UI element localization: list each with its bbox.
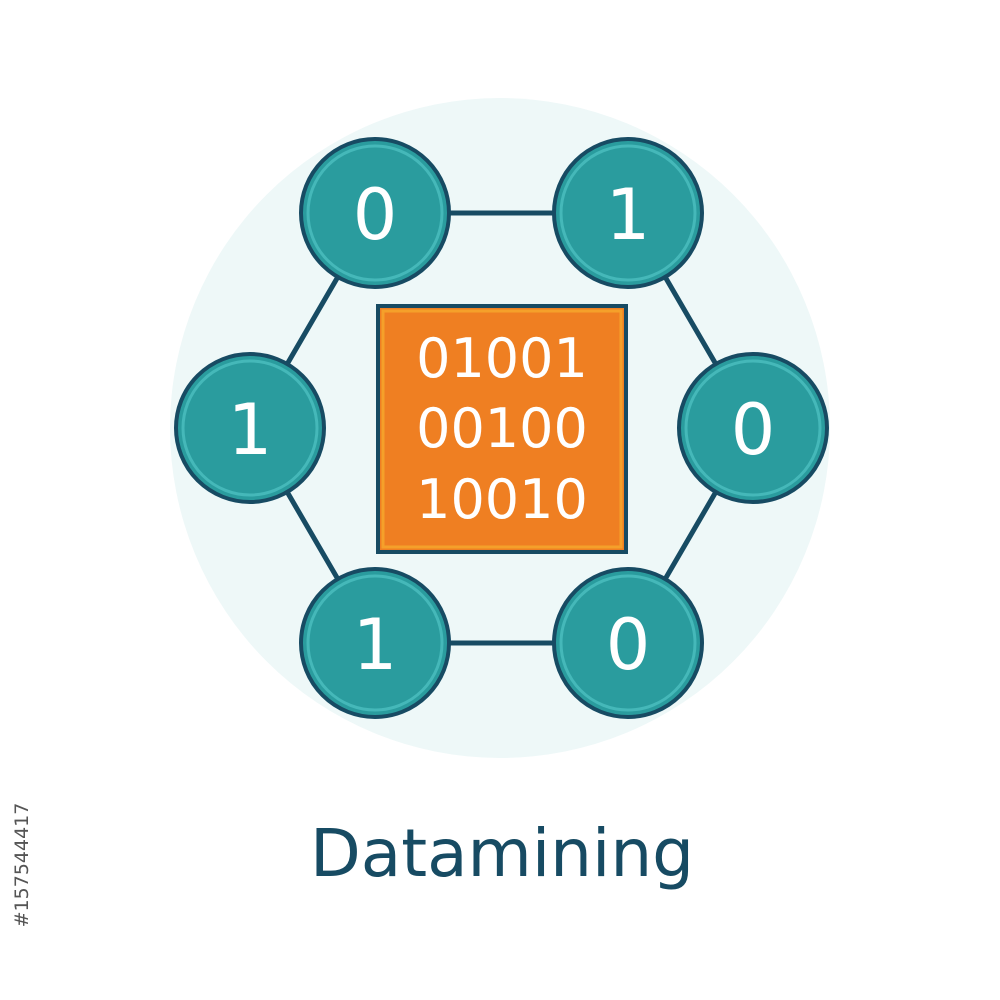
node-digit: 0	[606, 604, 651, 686]
node-top-left: 0	[299, 137, 451, 289]
node-digit: 1	[606, 174, 651, 256]
node-digit: 0	[353, 174, 398, 256]
node-digit: 0	[731, 389, 776, 471]
stock-id: #157544417	[11, 803, 33, 928]
node-top-right: 1	[552, 137, 704, 289]
node-digit: 1	[228, 389, 273, 471]
node-digit: 1	[353, 604, 398, 686]
node-bottom-right: 0	[552, 567, 704, 719]
caption: Datamining	[310, 815, 694, 892]
binary-matrix: 01001 00100 10010	[376, 304, 628, 554]
matrix-row-3: 10010	[416, 468, 588, 531]
node-right: 0	[677, 352, 829, 504]
node-left: 1	[174, 352, 326, 504]
matrix-frame	[376, 304, 628, 554]
matrix-row-1: 01001	[416, 327, 588, 390]
matrix-row-2: 00100	[416, 397, 588, 460]
matrix-inner-rim	[381, 309, 623, 549]
node-bottom-left: 1	[299, 567, 451, 719]
